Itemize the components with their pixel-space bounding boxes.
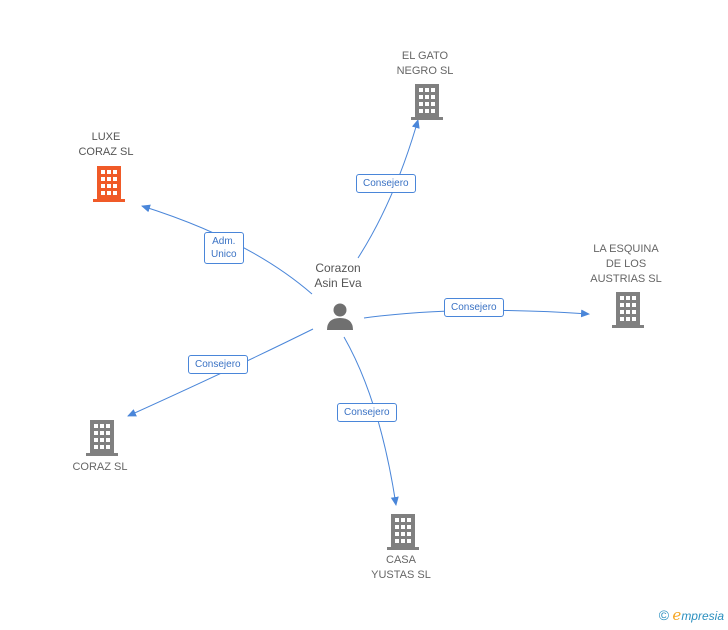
company-name-casa[interactable]: CASA YUSTAS SL — [371, 554, 431, 581]
relation-label-esquina: Consejero — [444, 298, 504, 317]
building-icon[interactable] — [86, 420, 118, 456]
company-name-gato[interactable]: EL GATO NEGRO SL — [396, 50, 454, 77]
relation-label-gato: Consejero — [356, 174, 416, 193]
company-name-luxe[interactable]: LUXE CORAZ SL — [78, 131, 134, 158]
copyright-icon: © — [658, 607, 670, 623]
logo-brand: mpresia — [681, 609, 724, 623]
building-icon[interactable] — [612, 292, 644, 328]
relation-label-coraz: Consejero — [188, 355, 248, 374]
relation-label-luxe: Adm. Unico — [204, 232, 244, 264]
person-name[interactable]: Corazon Asin Eva — [314, 261, 362, 290]
company-name-esquina[interactable]: LA ESQUINA DE LOS AUSTRIAS SL — [590, 243, 662, 285]
person-icon[interactable] — [325, 301, 355, 331]
empresia-logo[interactable]: © empresia — [659, 606, 724, 624]
building-icon[interactable] — [411, 84, 443, 120]
logo-e: e — [672, 606, 682, 624]
edge-gato — [357, 119, 420, 259]
building-icon[interactable] — [387, 514, 419, 550]
building-icon[interactable] — [93, 166, 125, 202]
relation-label-casa: Consejero — [337, 403, 397, 422]
company-name-coraz[interactable]: CORAZ SL — [72, 461, 128, 473]
